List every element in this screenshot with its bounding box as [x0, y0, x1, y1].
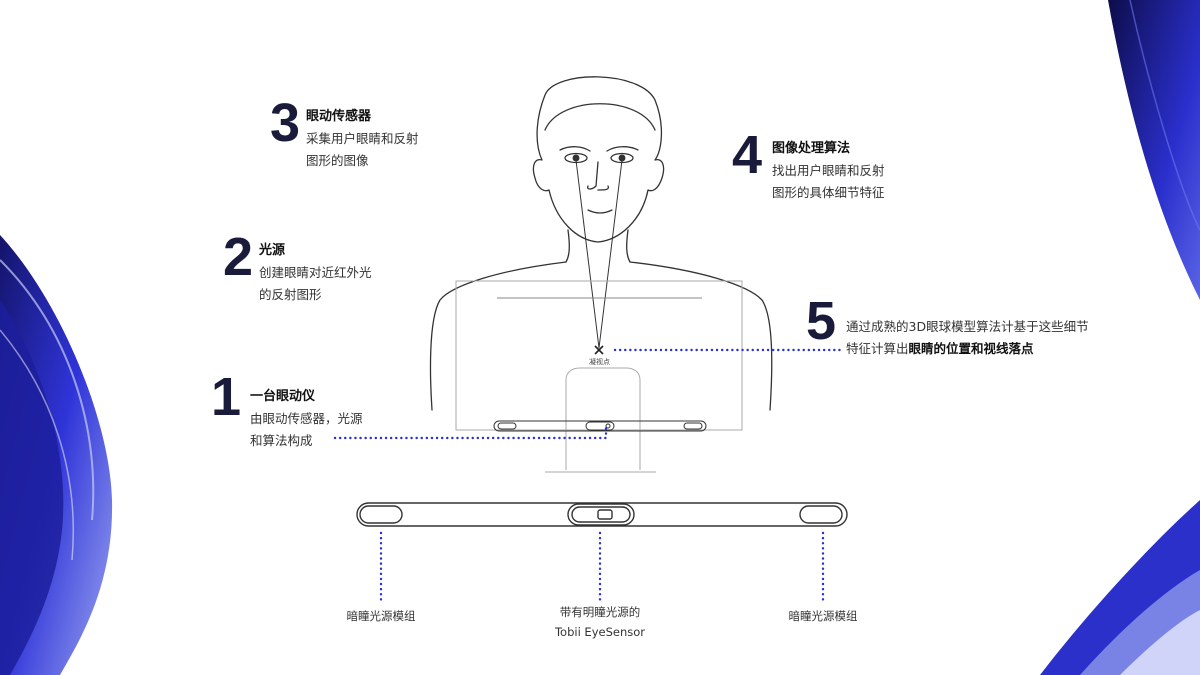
step-desc-line2: 的反射图形	[259, 287, 322, 302]
mini-eye-tracker-bar	[493, 420, 707, 432]
right-wave-decoration	[1040, 0, 1200, 675]
step-title: 图像处理算法	[772, 141, 851, 156]
step-desc-plain: 特征计算出	[846, 341, 909, 356]
step-title: 一台眼动仪	[250, 389, 316, 404]
step-desc-line1: 创建眼睛对近红外光	[259, 265, 372, 280]
person-illustration	[429, 76, 773, 411]
callout-lines	[333, 348, 845, 602]
step-desc-line1: 通过成熟的3D眼球模型算法计基于这些细节	[846, 319, 1089, 334]
gaze-point-marker	[594, 345, 604, 355]
step-number: 4	[732, 125, 763, 185]
step-desc-line2: 特征计算出眼睛的位置和视线落点	[846, 338, 1034, 360]
step-title: 眼动传感器	[306, 109, 372, 124]
eye-tracker-bar	[356, 502, 848, 527]
sensor-label-center-line2: Tobii EyeSensor	[554, 625, 646, 639]
step-number: 2	[223, 227, 254, 287]
sensor-label-center-line1: 带有明瞳光源的	[559, 605, 641, 619]
step-desc-line2: 图形的具体细节特征	[772, 185, 885, 200]
sensor-label-center: 带有明瞳光源的 Tobii EyeSensor	[530, 602, 670, 642]
step-number: 5	[806, 291, 837, 351]
sensor-label-right: 暗瞳光源模组	[788, 609, 858, 623]
step-desc-line1: 采集用户眼睛和反射	[306, 131, 419, 146]
step-desc-highlight: 眼睛的位置和视线落点	[908, 341, 1034, 356]
step-title: 光源	[259, 243, 286, 258]
step-desc-line1: 由眼动传感器，光源	[250, 411, 363, 426]
gaze-lines	[575, 159, 623, 349]
step-desc-line2: 和算法构成	[250, 433, 313, 448]
step-desc-line2: 图形的图像	[306, 153, 369, 168]
sensor-label-left: 暗瞳光源模组	[346, 609, 416, 623]
step-number: 3	[270, 93, 301, 153]
monitor-outline	[455, 280, 743, 473]
left-wave-decoration	[0, 235, 113, 675]
gaze-point-label: 凝视点	[589, 358, 610, 366]
step-desc-line1: 找出用户眼睛和反射	[772, 163, 885, 178]
step-number: 1	[211, 367, 242, 427]
